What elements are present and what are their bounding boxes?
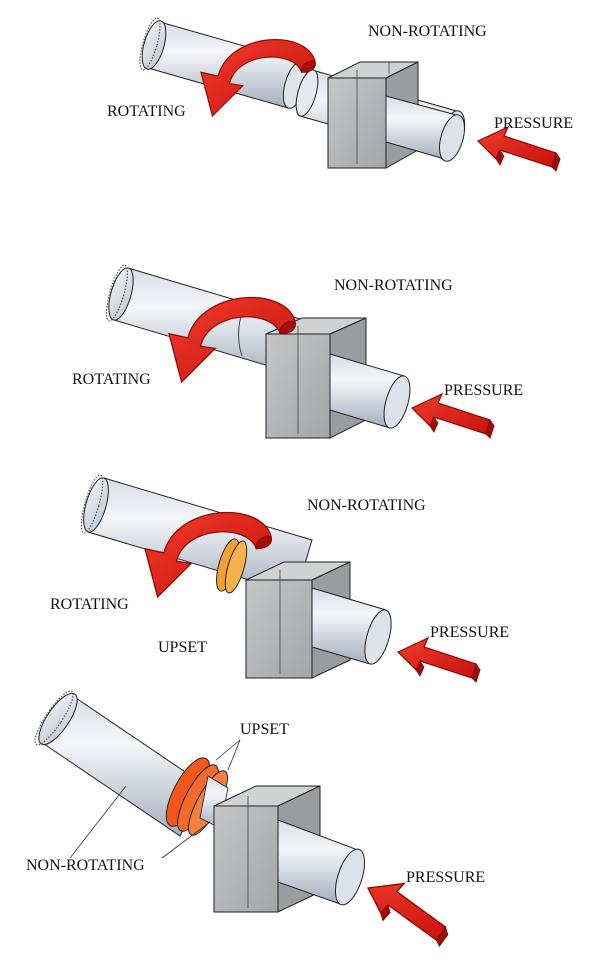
upset-ring — [216, 538, 248, 594]
fixed-label: NON-ROTATING — [307, 497, 426, 514]
fixed-leader-line — [161, 821, 211, 859]
upset-leader-line — [215, 739, 241, 761]
rotating-label: ROTATING — [50, 596, 129, 613]
pressure-label: PRESSURE — [444, 382, 524, 399]
stage-2 — [105, 264, 495, 439]
stage-3 — [80, 474, 481, 683]
pressure-arrow-icon — [411, 393, 495, 439]
pressure-arrow-icon — [397, 637, 481, 683]
stage-1 — [139, 17, 561, 172]
fixed-label: NON-ROTATING — [334, 277, 453, 294]
pressure-label: PRESSURE — [430, 624, 510, 641]
rotating-label: ROTATING — [72, 371, 151, 388]
upset-label: UPSET — [158, 639, 207, 656]
rotating-label: ROTATING — [107, 103, 186, 120]
stage-4 — [34, 690, 460, 948]
pressure-label: PRESSURE — [494, 115, 574, 132]
upset-leader-line — [227, 739, 241, 771]
pressure-label: PRESSURE — [406, 869, 486, 886]
fixed-leader-line — [69, 785, 127, 859]
fixed-label: NON-ROTATING — [26, 857, 145, 874]
pressure-arrow-icon — [477, 126, 561, 172]
fixed-label: NON-ROTATING — [368, 23, 487, 40]
upset-label: UPSET — [240, 721, 289, 738]
